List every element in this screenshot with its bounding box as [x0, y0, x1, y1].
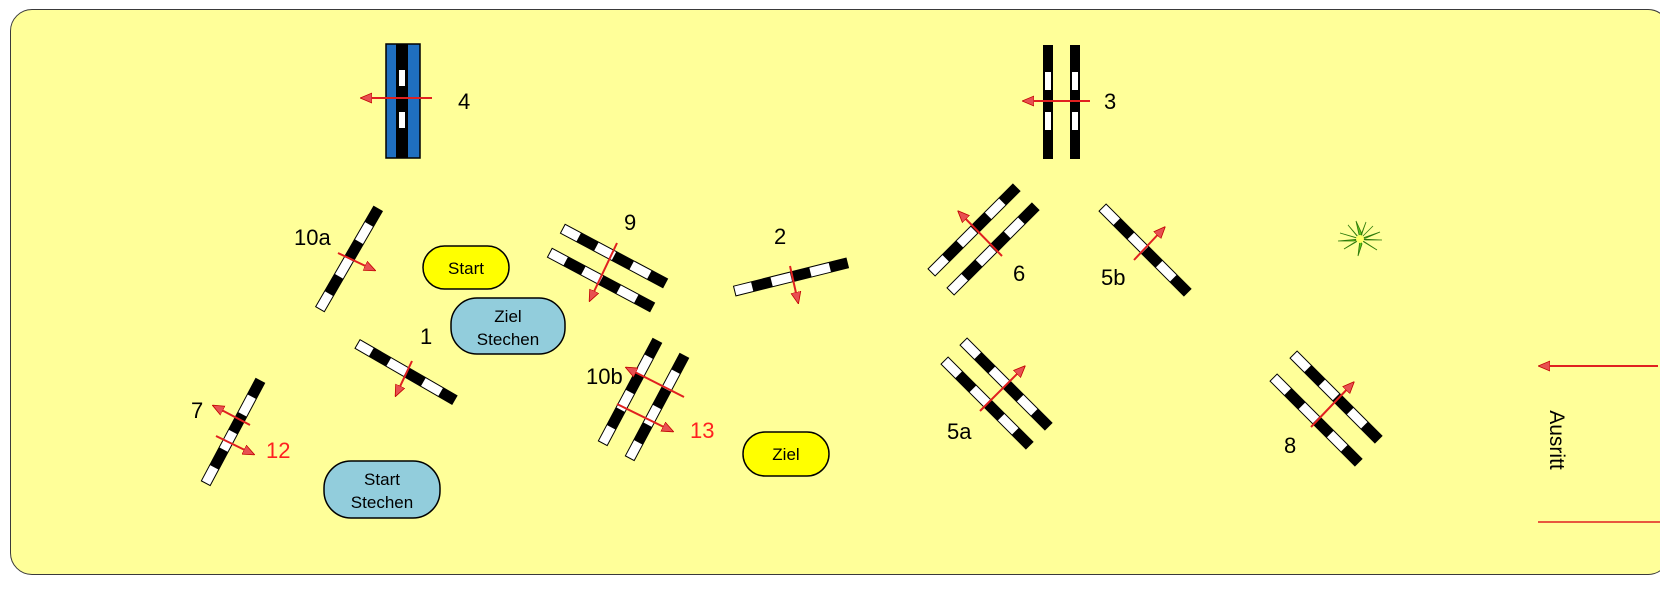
- svg-text:Ziel: Ziel: [772, 445, 799, 464]
- obstacle-number-1: 1: [420, 324, 432, 349]
- obstacle-number-7: 7: [191, 398, 203, 423]
- direction-arrow: [337, 252, 374, 270]
- obstacle-9: [546, 223, 669, 313]
- obstacle-number-10b: 10b: [586, 364, 623, 389]
- direction-arrow: [789, 265, 798, 302]
- start-stechen-marker: Start Stechen: [323, 460, 441, 519]
- direction-arrow: [1133, 228, 1164, 261]
- obstacle-number-6: 6: [1013, 261, 1025, 286]
- obstacle-number-2: 2: [774, 224, 786, 249]
- start-marker: Start: [422, 245, 510, 290]
- obstacle-5a: [940, 337, 1053, 450]
- obstacle-7-12: [200, 377, 266, 487]
- obstacle-number-12: 12: [266, 438, 290, 463]
- plant-icon: [1337, 220, 1383, 257]
- exit-label: Ausritt: [1545, 410, 1568, 470]
- show-jumping-arena: [10, 9, 1660, 575]
- ziel-stechen-marker: Ziel Stechen: [450, 297, 566, 355]
- obstacle-number-4: 4: [458, 89, 470, 114]
- obstacle-6: [927, 183, 1040, 296]
- obstacle-number-8: 8: [1284, 433, 1296, 458]
- obstacle-number-9: 9: [624, 210, 636, 235]
- obstacle-3: [1024, 45, 1090, 159]
- ziel-marker: Ziel: [742, 431, 830, 477]
- svg-text:Ziel: Ziel: [494, 307, 521, 326]
- obstacle-number-3: 3: [1104, 89, 1116, 114]
- obstacle-number-10a: 10a: [294, 225, 331, 250]
- direction-arrow: [396, 360, 413, 395]
- obstacle-2: [732, 257, 850, 297]
- svg-text:Start: Start: [448, 259, 484, 278]
- obstacle-number-5b: 5b: [1101, 265, 1125, 290]
- obstacle-number-5a: 5a: [947, 419, 972, 444]
- obstacle-8: [1269, 350, 1383, 467]
- svg-text:Start: Start: [364, 470, 400, 489]
- obstacle-number-13: 13: [690, 418, 714, 443]
- svg-text:Stechen: Stechen: [351, 493, 413, 512]
- obstacle-10b-13: [597, 337, 690, 462]
- svg-text:Stechen: Stechen: [477, 330, 539, 349]
- obstacle-4: [362, 43, 432, 159]
- obstacle-5b: [1098, 203, 1192, 297]
